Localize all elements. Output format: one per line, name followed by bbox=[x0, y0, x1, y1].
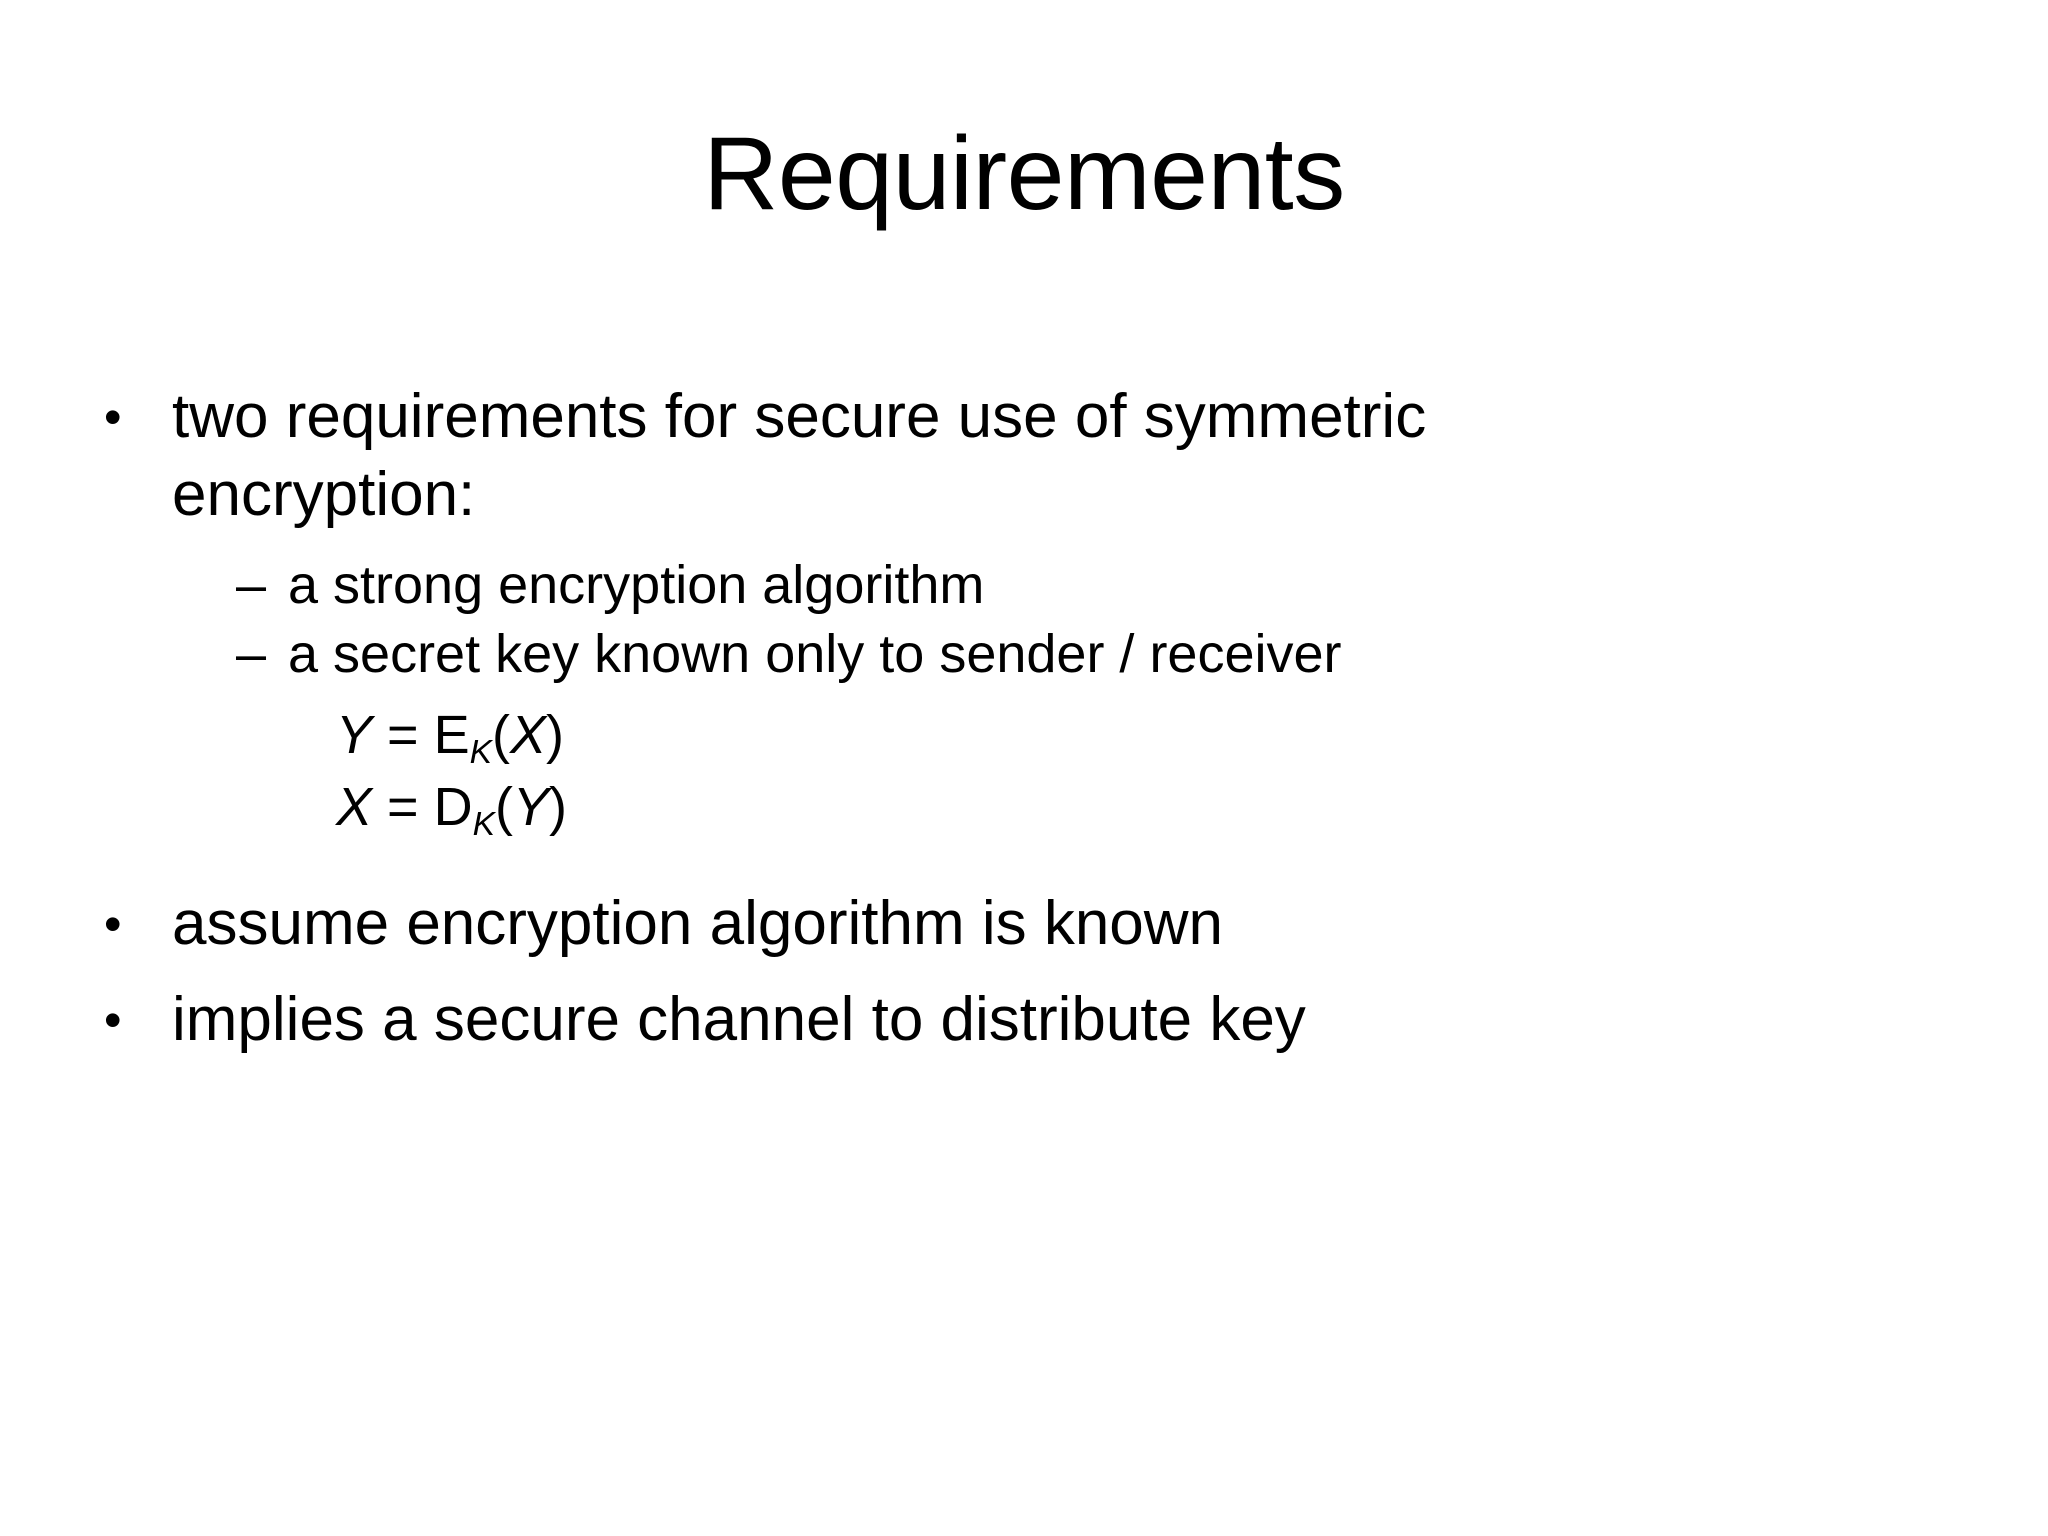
equation-function: D bbox=[433, 777, 473, 838]
spacer bbox=[104, 845, 1964, 885]
bullet-item-level2: – a secret key known only to sender / re… bbox=[236, 621, 1964, 688]
equation-subscript: K bbox=[469, 734, 492, 772]
equation-encrypt: Y = EK(X) bbox=[336, 700, 1964, 772]
bullet-dot-icon: • bbox=[104, 895, 122, 952]
spacer bbox=[104, 538, 1964, 552]
spacer bbox=[104, 967, 1964, 981]
slide-body: • two requirements for secure use of sym… bbox=[104, 378, 1964, 1063]
equation-lhs: X bbox=[336, 777, 373, 838]
equation-equals: = bbox=[387, 777, 419, 838]
equation-decrypt: X = DK(Y) bbox=[336, 772, 1964, 844]
equation-equals: = bbox=[387, 705, 419, 766]
bullet-dot-icon: • bbox=[104, 389, 122, 445]
bullet-dash-icon: – bbox=[236, 555, 267, 616]
bullet-text: implies a secure channel to distribute k… bbox=[172, 984, 1306, 1054]
bullet-item-level1: • implies a secure channel to distribute… bbox=[104, 981, 1964, 1059]
bullet-item-level2: – a strong encryption algorithm bbox=[236, 552, 1964, 619]
equation-paren-close: ) bbox=[548, 777, 567, 838]
equation-argument: Y bbox=[512, 777, 549, 838]
bullet-text: a strong encryption algorithm bbox=[288, 555, 985, 616]
equation-paren-open: ( bbox=[491, 705, 510, 766]
page-title: Requirements bbox=[703, 116, 1345, 232]
equation-argument: X bbox=[509, 705, 546, 766]
bullet-dot-icon: • bbox=[104, 991, 122, 1048]
bullet-item-level1: • two requirements for secure use of sym… bbox=[104, 378, 1964, 534]
bullet-item-level1: • assume encryption algorithm is known bbox=[104, 885, 1964, 963]
spacer bbox=[104, 690, 1964, 700]
equation-paren-open: ( bbox=[494, 777, 513, 838]
equation-subscript: K bbox=[472, 806, 495, 844]
bullet-dash-icon: – bbox=[236, 624, 267, 685]
bullet-text: two requirements for secure use of symme… bbox=[172, 382, 1427, 530]
equation-lhs: Y bbox=[336, 705, 373, 766]
bullet-text: assume encryption algorithm is known bbox=[172, 888, 1224, 958]
equation-paren-close: ) bbox=[545, 705, 564, 766]
equation-function: E bbox=[433, 705, 470, 766]
bullet-text: a secret key known only to sender / rece… bbox=[288, 624, 1342, 685]
